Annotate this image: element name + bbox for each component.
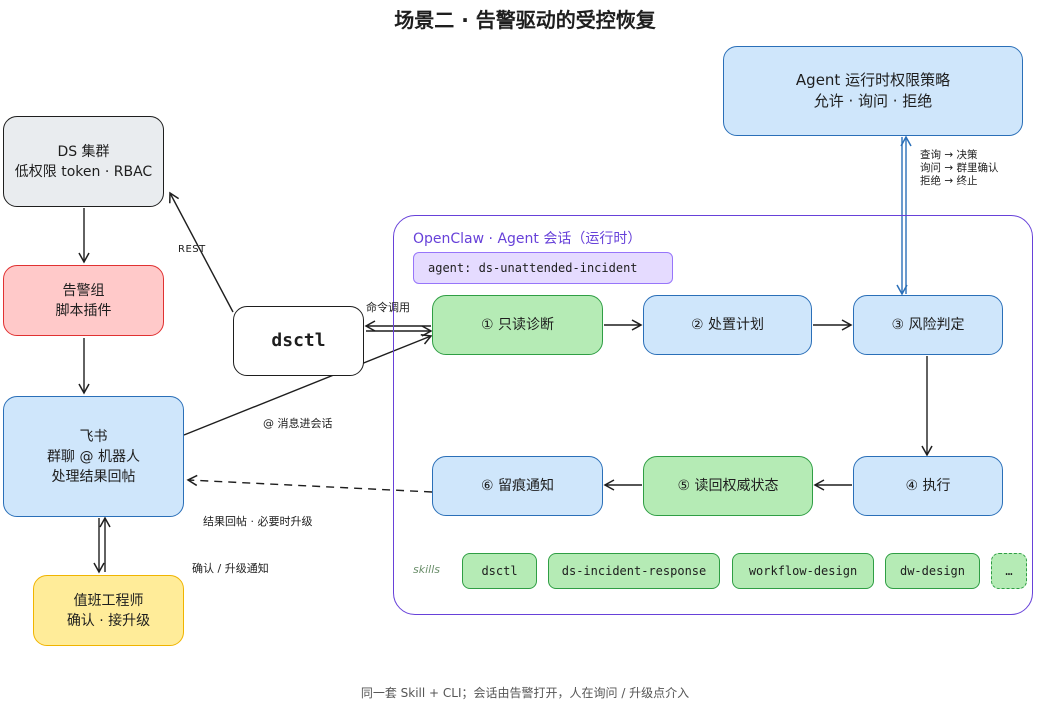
- arrow-feishu-to-step1: [183, 333, 433, 436]
- skill-name: dw-design: [899, 564, 966, 578]
- ds-cluster-subtitle: 低权限 token · RBAC: [14, 163, 153, 180]
- skills-label: skills: [413, 563, 441, 576]
- diagram-title: 场景二 · 告警驱动的受控恢复: [394, 8, 656, 32]
- step-read-back-state: ⑤ 读回权威状态: [643, 456, 813, 516]
- skill-chip: dw-design: [885, 553, 980, 589]
- alert-group-node: 告警组 脚本插件: [3, 265, 164, 336]
- runtime-policy-node: Agent 运行时权限策略 允许 · 询问 · 拒绝: [723, 46, 1023, 136]
- edge-label-result-post: 结果回帖 · 必要时升级: [203, 515, 313, 528]
- policy-options: 允许 · 询问 · 拒绝: [813, 92, 933, 110]
- edge-label-message-in: @ 消息进会话: [263, 417, 333, 430]
- dsctl-node: dsctl: [233, 306, 364, 376]
- policy-note: 询问 → 群里确认: [920, 162, 999, 174]
- arrow-step6-to-feishu: [186, 474, 433, 493]
- step-trace-notify: ⑥ 留痕通知: [432, 456, 603, 516]
- policy-notes: 查询 → 决策 询问 → 群里确认 拒绝 → 终止: [920, 149, 998, 188]
- skill-chip-more: …: [991, 553, 1027, 589]
- feishu-line2: 群聊 @ 机器人: [47, 448, 140, 465]
- oncall-title: 值班工程师: [73, 592, 144, 609]
- step-label: ① 只读诊断: [480, 317, 554, 333]
- skill-chip: dsctl: [462, 553, 537, 589]
- alert-group-title: 告警组: [62, 282, 105, 299]
- step-risk-assessment: ③ 风险判定: [853, 295, 1003, 355]
- step-execute: ④ 执行: [853, 456, 1003, 516]
- feishu-node: 飞书 群聊 @ 机器人 处理结果回帖: [3, 396, 184, 517]
- feishu-line3: 处理结果回帖: [51, 468, 136, 485]
- diagram-footer: 同一套 Skill + CLI；会话由告警打开，人在询问 / 升级点介入: [360, 686, 690, 700]
- step-label: ⑤ 读回权威状态: [677, 478, 779, 494]
- ds-cluster-title: DS 集群: [57, 143, 110, 160]
- oncall-engineer-node: 值班工程师 确认 · 接升级: [33, 575, 184, 646]
- edge-label-command-call: 命令调用: [366, 301, 410, 314]
- step-label: ⑥ 留痕通知: [480, 478, 554, 494]
- edge-label-rest: REST: [178, 244, 206, 255]
- step-remediation-plan: ② 处置计划: [643, 295, 812, 355]
- skill-name: ds-incident-response: [561, 564, 707, 578]
- dsctl-label: dsctl: [271, 330, 326, 351]
- agent-tag-label: agent: ds-unattended-incident: [428, 261, 638, 275]
- feishu-title: 飞书: [79, 428, 108, 445]
- skill-name: workflow-design: [748, 564, 858, 578]
- skill-chip: ds-incident-response: [548, 553, 720, 589]
- policy-note: 拒绝 → 终止: [920, 175, 978, 187]
- ds-cluster-node: DS 集群 低权限 token · RBAC: [3, 116, 164, 207]
- agent-tag: agent: ds-unattended-incident: [413, 252, 673, 284]
- policy-title: Agent 运行时权限策略: [795, 71, 951, 89]
- edge-label-confirm-escalate: 确认 / 升级通知: [192, 562, 269, 575]
- step-label: ④ 执行: [905, 478, 951, 494]
- step-label: ② 处置计划: [690, 317, 764, 333]
- step-readonly-diagnosis: ① 只读诊断: [432, 295, 603, 355]
- agent-session-frame: [393, 215, 1033, 615]
- alert-group-subtitle: 脚本插件: [55, 302, 112, 319]
- arrow-dsctl-to-ds: [169, 191, 234, 313]
- oncall-subtitle: 确认 · 接升级: [66, 612, 151, 629]
- step-label: ③ 风险判定: [891, 317, 965, 333]
- skill-chip: workflow-design: [732, 553, 874, 589]
- session-title: OpenClaw · Agent 会话（运行时）: [413, 231, 642, 247]
- skill-name: …: [1005, 564, 1013, 578]
- policy-note: 查询 → 决策: [920, 149, 978, 161]
- skill-name: dsctl: [481, 564, 518, 578]
